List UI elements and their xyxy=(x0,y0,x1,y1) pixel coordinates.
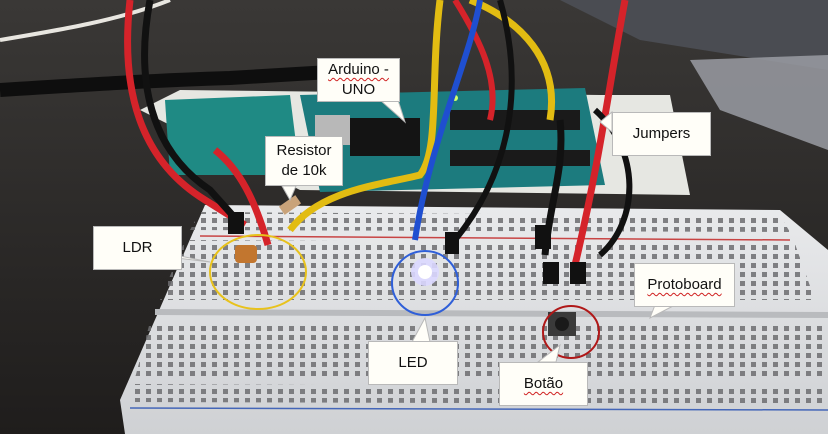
black-wire-left xyxy=(141,0,238,221)
protoboard-top-rail xyxy=(190,212,790,232)
ldr-callout-label: LDR xyxy=(122,239,153,256)
led-core xyxy=(418,265,432,279)
black-wire-center xyxy=(452,0,515,242)
resistor-callout-pointer xyxy=(281,185,297,202)
resistor-callout-line2: de 10k xyxy=(281,162,327,179)
protoboard-lower-grid xyxy=(135,322,828,380)
button-cap xyxy=(555,317,569,331)
connector-b xyxy=(543,262,559,284)
jumpers-callout: Jumpers xyxy=(612,112,711,156)
button-callout-label: Botão xyxy=(523,375,564,392)
resistor-callout: Resistor de 10k xyxy=(265,136,343,186)
red-wire-top xyxy=(452,0,496,121)
arduino-header-bottom xyxy=(450,150,590,166)
button-callout: Botão xyxy=(499,362,588,406)
ldr-body xyxy=(235,245,257,263)
jumpers-callout-label: Jumpers xyxy=(632,125,691,142)
yellow-wire-arc xyxy=(287,0,444,233)
connector-a xyxy=(535,225,551,249)
connector-c xyxy=(570,262,586,284)
resistor-body xyxy=(278,195,302,215)
protoboard-callout-label: Protoboard xyxy=(647,276,722,293)
connector-e xyxy=(445,232,459,254)
arduino-callout-line1: Arduino - xyxy=(328,61,389,78)
ldr-callout: LDR xyxy=(93,226,182,270)
arduino-uno-callout: Arduino - UNO xyxy=(317,58,400,102)
protoboard-center-channel xyxy=(154,309,828,318)
yellow-wire-right xyxy=(468,0,555,121)
laptop-corner xyxy=(690,55,828,150)
laptop-edge xyxy=(560,0,828,70)
ldr-highlight-circle xyxy=(209,234,307,310)
led-callout: LED xyxy=(368,341,458,385)
arduino-chip xyxy=(350,118,420,156)
connector-d xyxy=(228,212,244,234)
resistor-callout-line1: Resistor xyxy=(276,142,332,159)
arduino-callout-line2: UNO xyxy=(341,81,376,98)
red-wire-ldr xyxy=(212,147,272,246)
led-callout-label: LED xyxy=(398,354,428,371)
red-wire-left xyxy=(124,0,247,228)
blue-wire xyxy=(412,0,483,241)
protoboard-red-rail-line xyxy=(199,235,791,241)
protoboard-callout: Protoboard xyxy=(634,263,735,307)
led-highlight-circle xyxy=(391,250,459,316)
usb-cable xyxy=(0,65,331,97)
protoboard-bottom-rail xyxy=(130,384,828,404)
button-highlight-circle xyxy=(542,305,600,359)
protoboard-blue-rail-line xyxy=(129,407,828,411)
